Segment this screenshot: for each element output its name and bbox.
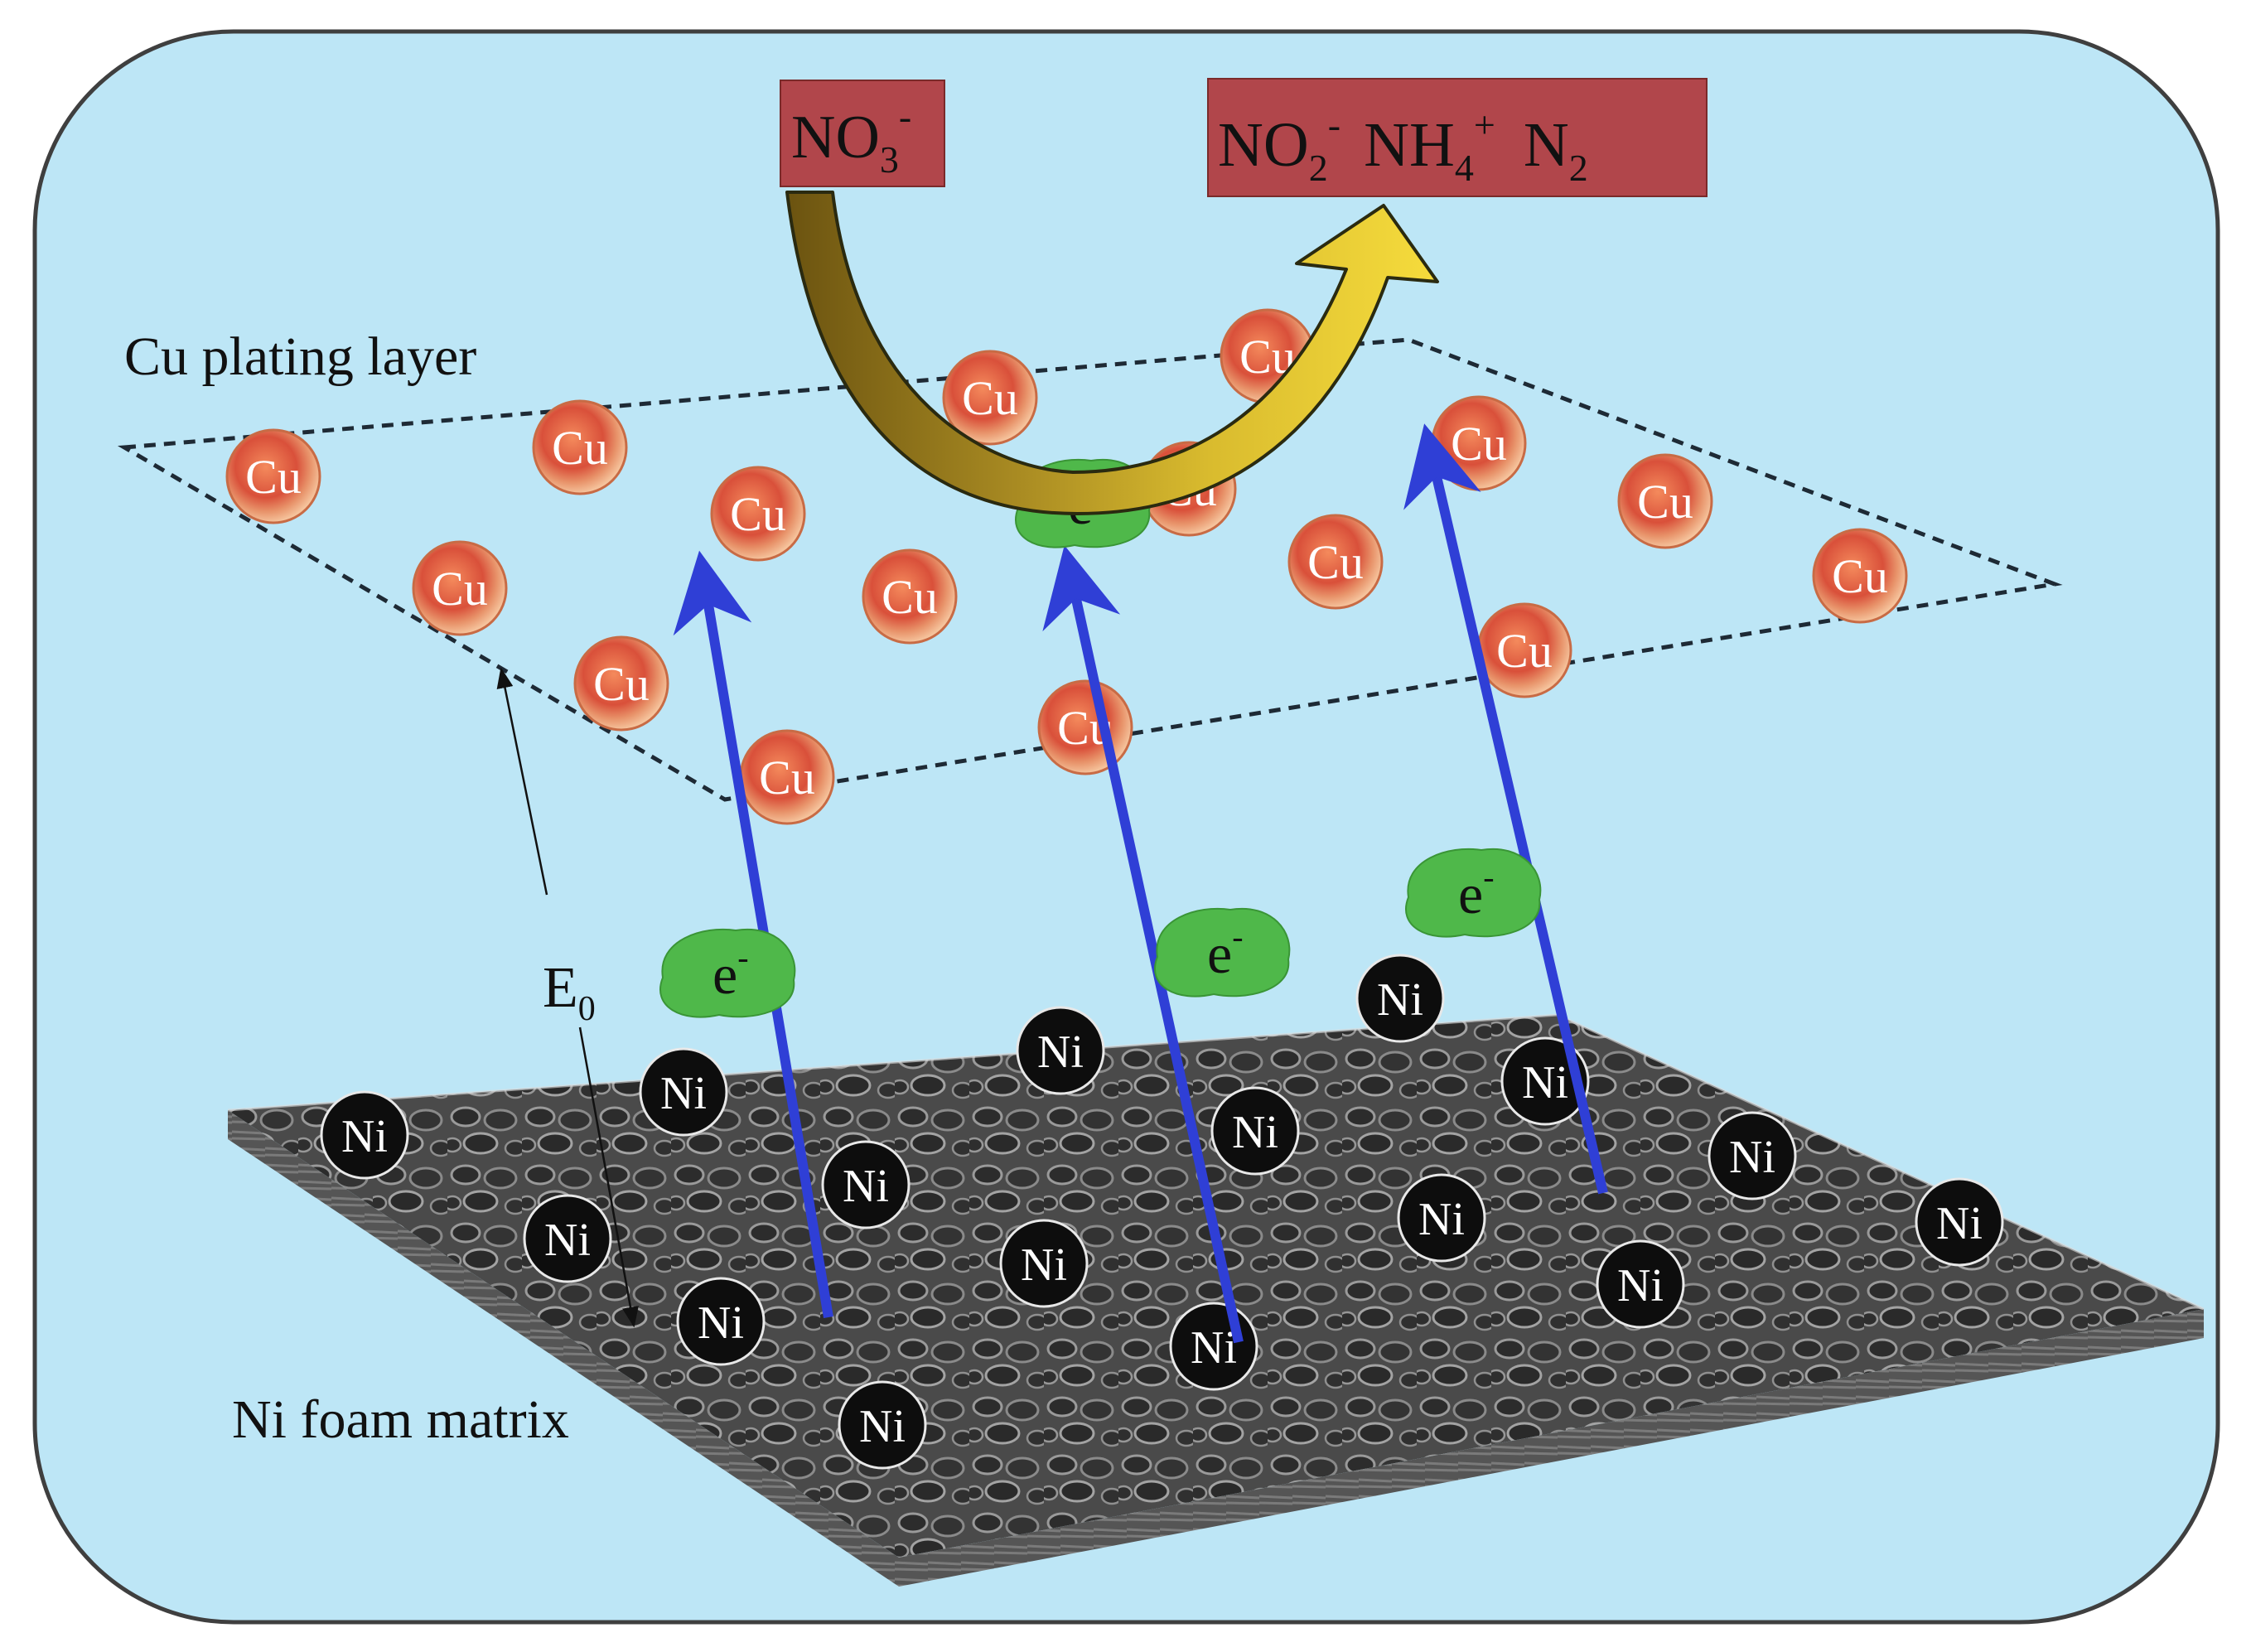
- cu-atom-label: Cu: [1307, 535, 1364, 589]
- products-formula: NO2- NH4+ N2: [1218, 104, 1588, 189]
- reaction-curved-arrow: [785, 191, 1439, 515]
- electron: e-: [659, 928, 796, 1018]
- potential-arrow-down: [578, 1026, 639, 1328]
- cu-atom-label: Cu: [245, 450, 302, 504]
- potential-arrow-up: [496, 667, 548, 896]
- cu-atom-label: Cu: [962, 371, 1018, 425]
- cu-atom: Cu: [862, 548, 958, 645]
- cu-atom: Cu: [1287, 514, 1384, 610]
- ni-atom-label: Ni: [698, 1297, 744, 1349]
- cu-atom: Cu: [225, 428, 321, 524]
- ni-atom: Ni: [999, 1219, 1089, 1308]
- potential-label: E0: [543, 956, 596, 1028]
- cu-atom: Cu: [1476, 602, 1572, 698]
- ni-atom: Ni: [1355, 954, 1445, 1043]
- electron-label: e-: [1458, 858, 1495, 925]
- ni-atom: Ni: [1915, 1177, 2004, 1267]
- product-nitrogen: N2: [1524, 110, 1588, 189]
- cu-atom-label: Cu: [552, 421, 608, 475]
- cu-atom: Cu: [532, 399, 628, 495]
- ni-atom: Ni: [1708, 1111, 1797, 1200]
- ni-atom-label: Ni: [1191, 1322, 1237, 1374]
- ni-atom-label: Ni: [1617, 1260, 1664, 1311]
- reactant-box: [780, 80, 945, 187]
- ni-atom: Ni: [838, 1380, 927, 1470]
- ni-atom: Ni: [523, 1194, 612, 1283]
- cu-atom: Cu: [1037, 679, 1133, 775]
- cu-atom: Cu: [573, 635, 669, 732]
- product-nitrite: NO2-: [1218, 104, 1340, 189]
- cu-atom: Cu: [1431, 395, 1527, 491]
- electron: e-: [1154, 907, 1291, 997]
- cu-atom-label: Cu: [730, 487, 786, 541]
- cu-plating-layer-label: Cu plating layer: [124, 326, 476, 387]
- ni-atom: Ni: [821, 1140, 911, 1229]
- ni-atom-label: Ni: [1037, 1026, 1084, 1078]
- ni-foam-matrix-label: Ni foam matrix: [232, 1389, 569, 1450]
- ni-atom: Ni: [1397, 1173, 1486, 1263]
- ni-atom: Ni: [676, 1277, 766, 1366]
- cu-atom-label: Cu: [593, 657, 650, 711]
- cu-atom: Cu: [942, 350, 1038, 446]
- products-box: [1207, 78, 1708, 197]
- ni-atom-label: Ni: [1232, 1107, 1278, 1158]
- ni-atom-label: Ni: [1377, 974, 1423, 1026]
- cu-atom-label: Cu: [1832, 549, 1888, 603]
- cu-atom: Cu: [1812, 528, 1908, 624]
- cu-atom-label: Cu: [1451, 417, 1507, 471]
- cu-atom-label: Cu: [882, 570, 938, 624]
- ni-atom-label: Ni: [843, 1161, 889, 1212]
- ni-atom-label: Ni: [1418, 1194, 1465, 1245]
- electron-label: e-: [1207, 918, 1244, 985]
- ni-atom-label: Ni: [859, 1401, 906, 1452]
- ni-atom: Ni: [1210, 1086, 1300, 1176]
- ni-atom: Ni: [1500, 1036, 1590, 1126]
- ni-atom: Ni: [639, 1047, 728, 1137]
- cu-atom-label: Cu: [1496, 624, 1553, 678]
- electron: e-: [1405, 848, 1542, 938]
- electron-label: e-: [712, 939, 749, 1006]
- cu-atom-label: Cu: [759, 751, 815, 804]
- electron-arrow-right: [1403, 423, 1608, 1195]
- ni-atom-label: Ni: [544, 1215, 591, 1266]
- ni-atom-label: Ni: [1936, 1198, 1983, 1249]
- ni-atom: Ni: [1169, 1302, 1258, 1391]
- product-ammonium: NH4+: [1364, 104, 1495, 189]
- ni-atom-label: Ni: [1021, 1239, 1067, 1291]
- cu-atom-label: Cu: [1637, 475, 1693, 529]
- cu-atom: Cu: [710, 466, 806, 562]
- ni-atom-label: Ni: [1729, 1132, 1775, 1183]
- reactant-formula: NO3-: [791, 95, 911, 181]
- ni-atom: Ni: [1016, 1006, 1105, 1095]
- ni-atom-label: Ni: [341, 1111, 388, 1162]
- cu-atom-label: Cu: [432, 562, 488, 616]
- cu-atom: Cu: [739, 729, 835, 825]
- cu-atom: Cu: [1617, 453, 1713, 549]
- cu-atom: Cu: [412, 540, 508, 636]
- ni-atom: Ni: [1596, 1239, 1685, 1329]
- ni-atom-label: Ni: [1522, 1057, 1568, 1109]
- ni-atom: Ni: [320, 1090, 409, 1180]
- ni-atom-label: Ni: [660, 1068, 707, 1119]
